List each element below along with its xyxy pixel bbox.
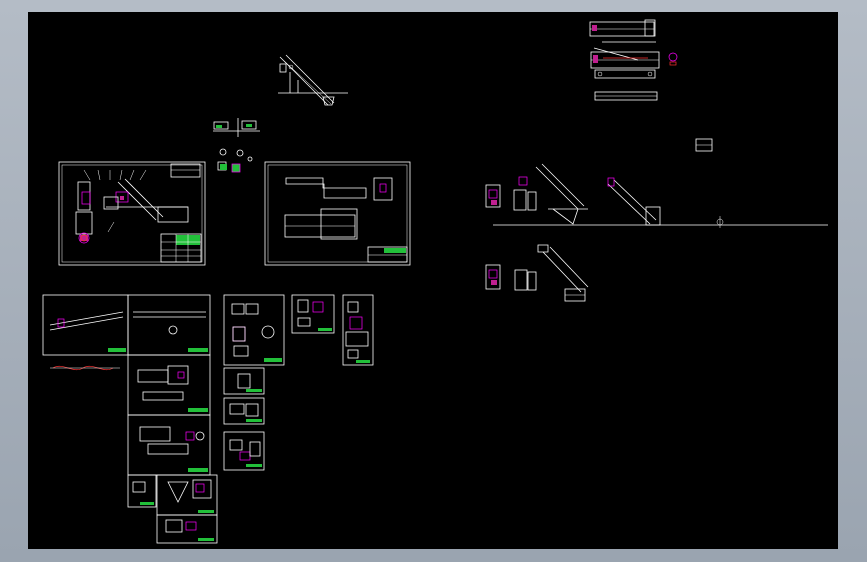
small-parts-cluster[interactable] <box>213 118 260 173</box>
assembly-sheet-1[interactable] <box>58 161 206 266</box>
layout-plan[interactable] <box>485 163 828 302</box>
part-sheets-column-3[interactable] <box>223 294 285 471</box>
inclined-conveyor-sketch[interactable] <box>278 54 348 106</box>
assembly-sheet-2[interactable] <box>264 161 411 266</box>
part-sheets-column-1[interactable] <box>42 294 129 371</box>
cad-model-space[interactable] <box>28 12 838 549</box>
part-sheets-column-2[interactable] <box>127 294 218 544</box>
part-sheets-column-4[interactable] <box>291 294 374 366</box>
horizontal-conveyor-views[interactable] <box>589 19 713 152</box>
drawing-canvas <box>42 19 828 544</box>
